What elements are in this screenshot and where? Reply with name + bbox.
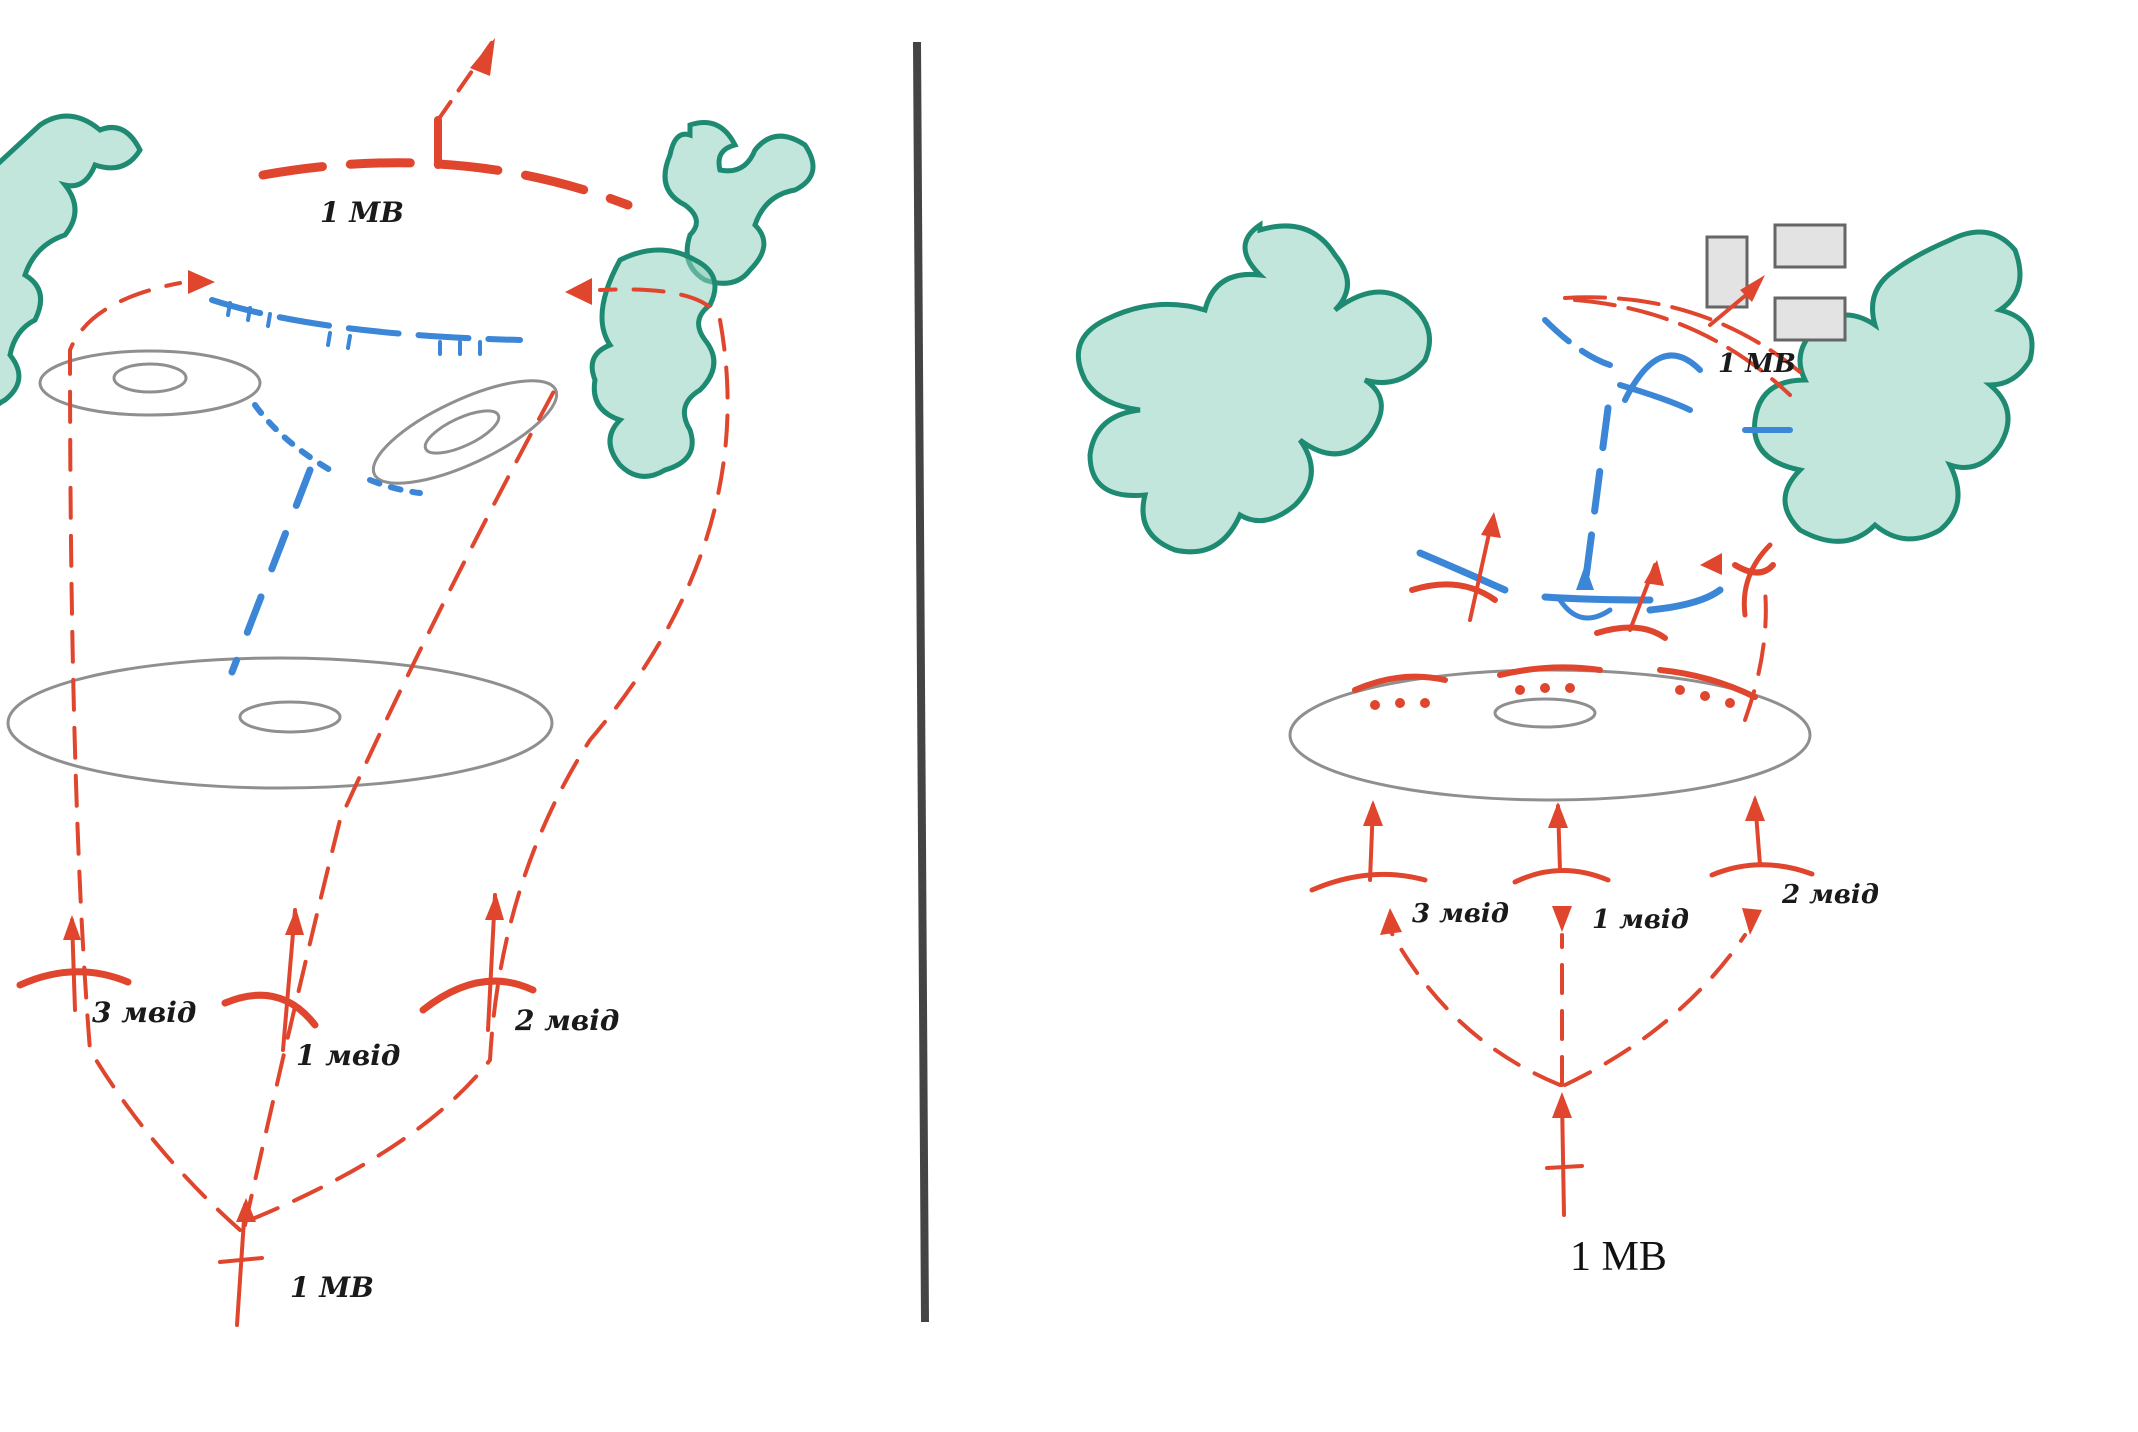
forest-icon [589, 247, 718, 479]
arrow-icon [1380, 908, 1402, 935]
panel-divider [913, 41, 929, 1323]
start-tick [218, 1256, 264, 1264]
enemy-line [252, 402, 333, 473]
arrow-icon [1552, 906, 1572, 932]
arrow-icon [1363, 800, 1383, 826]
arrow-icon [1740, 275, 1765, 302]
battalion-label-3: 3 мвід [92, 996, 196, 1029]
attack-arc [1409, 581, 1498, 603]
contact-line [1657, 667, 1758, 700]
terrain-ellipse [371, 379, 559, 485]
arrow-icon [1742, 908, 1762, 935]
forest-icon [1075, 220, 1432, 555]
terrain-ellipse [112, 362, 188, 394]
arrow-icon [1644, 560, 1664, 586]
route-3 [68, 281, 242, 1232]
enemy-line [1557, 597, 1613, 621]
battalion-arc-1 [1512, 868, 1611, 885]
terrain-ellipse [238, 700, 342, 734]
start-stem [235, 1203, 247, 1327]
arrow-icon [1745, 795, 1765, 821]
contact-line [1497, 664, 1603, 678]
terrain-ellipse [423, 409, 501, 455]
arrow-icon [565, 278, 592, 305]
objective-arc [1573, 298, 1792, 397]
unit-label-top: 1 МВ [320, 196, 404, 229]
route-1 [243, 378, 562, 1227]
arrow-icon [1552, 1092, 1572, 1118]
battalion-arc-1 [221, 991, 319, 1029]
enemy-line [1646, 586, 1724, 614]
route-2-upper [1743, 588, 1768, 722]
objective-arc [258, 158, 633, 210]
objective-arc [1563, 295, 1802, 374]
enemy-line [1617, 382, 1693, 413]
enemy-ticks [226, 301, 482, 356]
building-icon [1773, 223, 1847, 269]
enemy-line [1622, 352, 1703, 403]
arrow-icon [485, 893, 504, 920]
arrow-icon [188, 270, 215, 294]
enemy-line [367, 477, 423, 496]
unit-label-top: 1 МВ [1718, 349, 1796, 379]
left-panel: 1 МВ 3 мвід 1 мвід 2 мвід 1 МВ [0, 36, 816, 1327]
start-stem [1560, 1098, 1566, 1217]
contact-dots [1370, 683, 1735, 710]
start-tick [1545, 1164, 1584, 1170]
arrow-icon [285, 908, 304, 935]
route-2 [248, 287, 730, 1222]
arrow-icon [1481, 512, 1501, 538]
enemy-withdraw-line [228, 466, 314, 676]
forest-icon [0, 113, 143, 407]
unit-label-bottom: 1 МВ [290, 1271, 374, 1304]
enemy-line [209, 297, 523, 343]
terrain-ellipse [6, 656, 554, 790]
arrow-icon [63, 915, 81, 940]
route-3 [1388, 928, 1562, 1087]
advance-stem [1708, 288, 1754, 327]
arrow-icon [1700, 553, 1722, 575]
battalion-label-1: 1 мвід [1592, 905, 1689, 935]
arrow-icon [470, 38, 495, 76]
terrain-ellipse [38, 349, 262, 417]
enemy-line [1542, 317, 1613, 368]
battalion-label-3: 3 мвід [1412, 899, 1509, 929]
attack-stem [1468, 518, 1494, 622]
enemy-line [1416, 549, 1509, 594]
unit-label-bottom: 1 МВ [1570, 1234, 1667, 1280]
attack-arc [1732, 562, 1776, 576]
building-icon [1705, 235, 1749, 309]
battalion-arc-2 [1709, 862, 1815, 878]
battalion-label-2: 2 мвід [514, 1004, 619, 1037]
enemy-line [1541, 593, 1654, 604]
attack-stem [1741, 542, 1773, 618]
arrow-icon [236, 1198, 256, 1222]
route-2 [1563, 933, 1747, 1087]
terrain-ellipse [1493, 697, 1597, 729]
attack-arc [1594, 624, 1668, 641]
arrow-icon [1548, 802, 1568, 828]
forest-icon [662, 120, 816, 286]
battalion-label-2: 2 мвід [1781, 880, 1879, 910]
building-icon [1773, 296, 1847, 342]
arrow-icon [1576, 565, 1594, 590]
battalion-arc-2 [419, 977, 537, 1014]
enemy-withdraw-line [1581, 404, 1612, 589]
forest-icon [1752, 229, 2035, 544]
battalion-label-1: 1 мвід [296, 1039, 400, 1072]
contact-line [1352, 673, 1448, 693]
right-panel: 1 МВ 3 мвід 1 мвід 2 мвід 1 МВ [1075, 220, 2035, 1280]
